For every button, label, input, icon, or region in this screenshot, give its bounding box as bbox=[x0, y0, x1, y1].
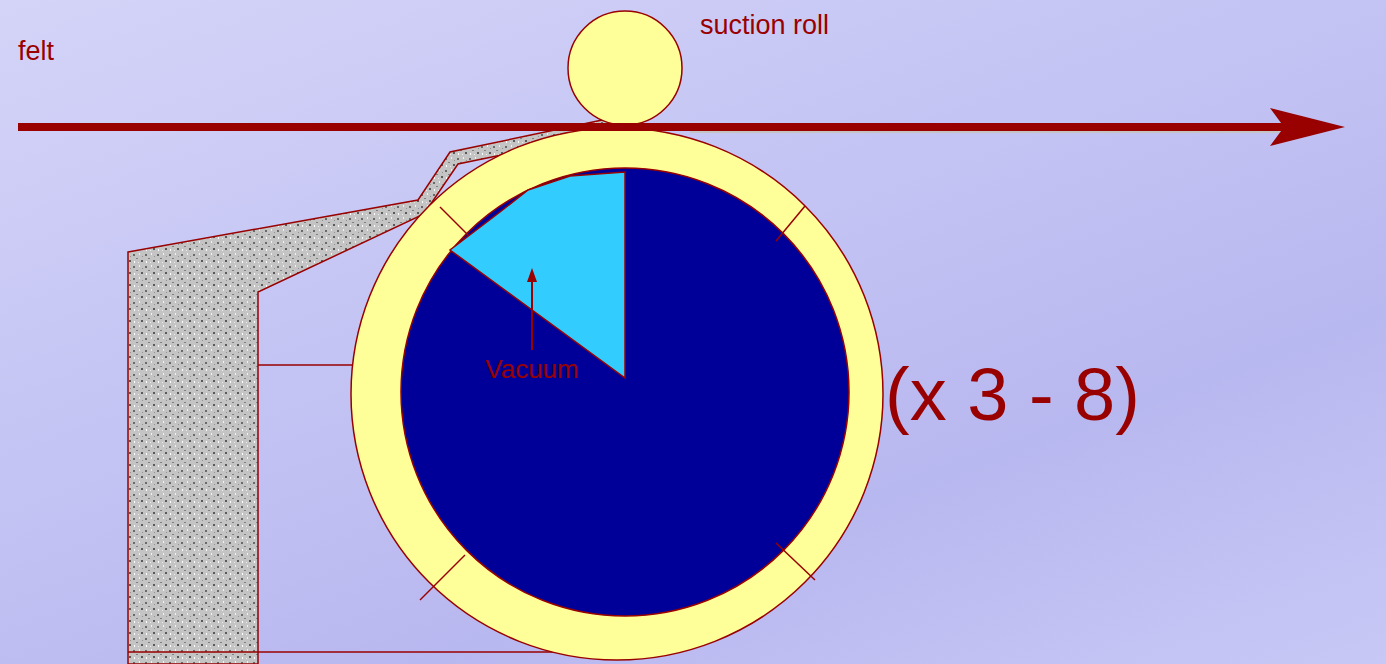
felt-line bbox=[18, 123, 1290, 131]
roll-label: suction roll bbox=[700, 12, 829, 39]
roll-shell bbox=[351, 128, 883, 660]
frame-line bbox=[128, 651, 592, 653]
press-roll bbox=[568, 11, 682, 125]
felt-label: felt bbox=[18, 38, 54, 65]
leader-arrowhead bbox=[527, 268, 537, 282]
multiplier-label: (x 3 - 8) bbox=[885, 358, 1140, 432]
felt-arrowhead bbox=[1270, 108, 1345, 146]
roll-core bbox=[401, 168, 849, 616]
vacuum-sector bbox=[450, 172, 625, 378]
frame-line bbox=[258, 364, 360, 366]
leader-line bbox=[531, 280, 533, 350]
vacuum-label: Vacuum bbox=[485, 356, 578, 382]
